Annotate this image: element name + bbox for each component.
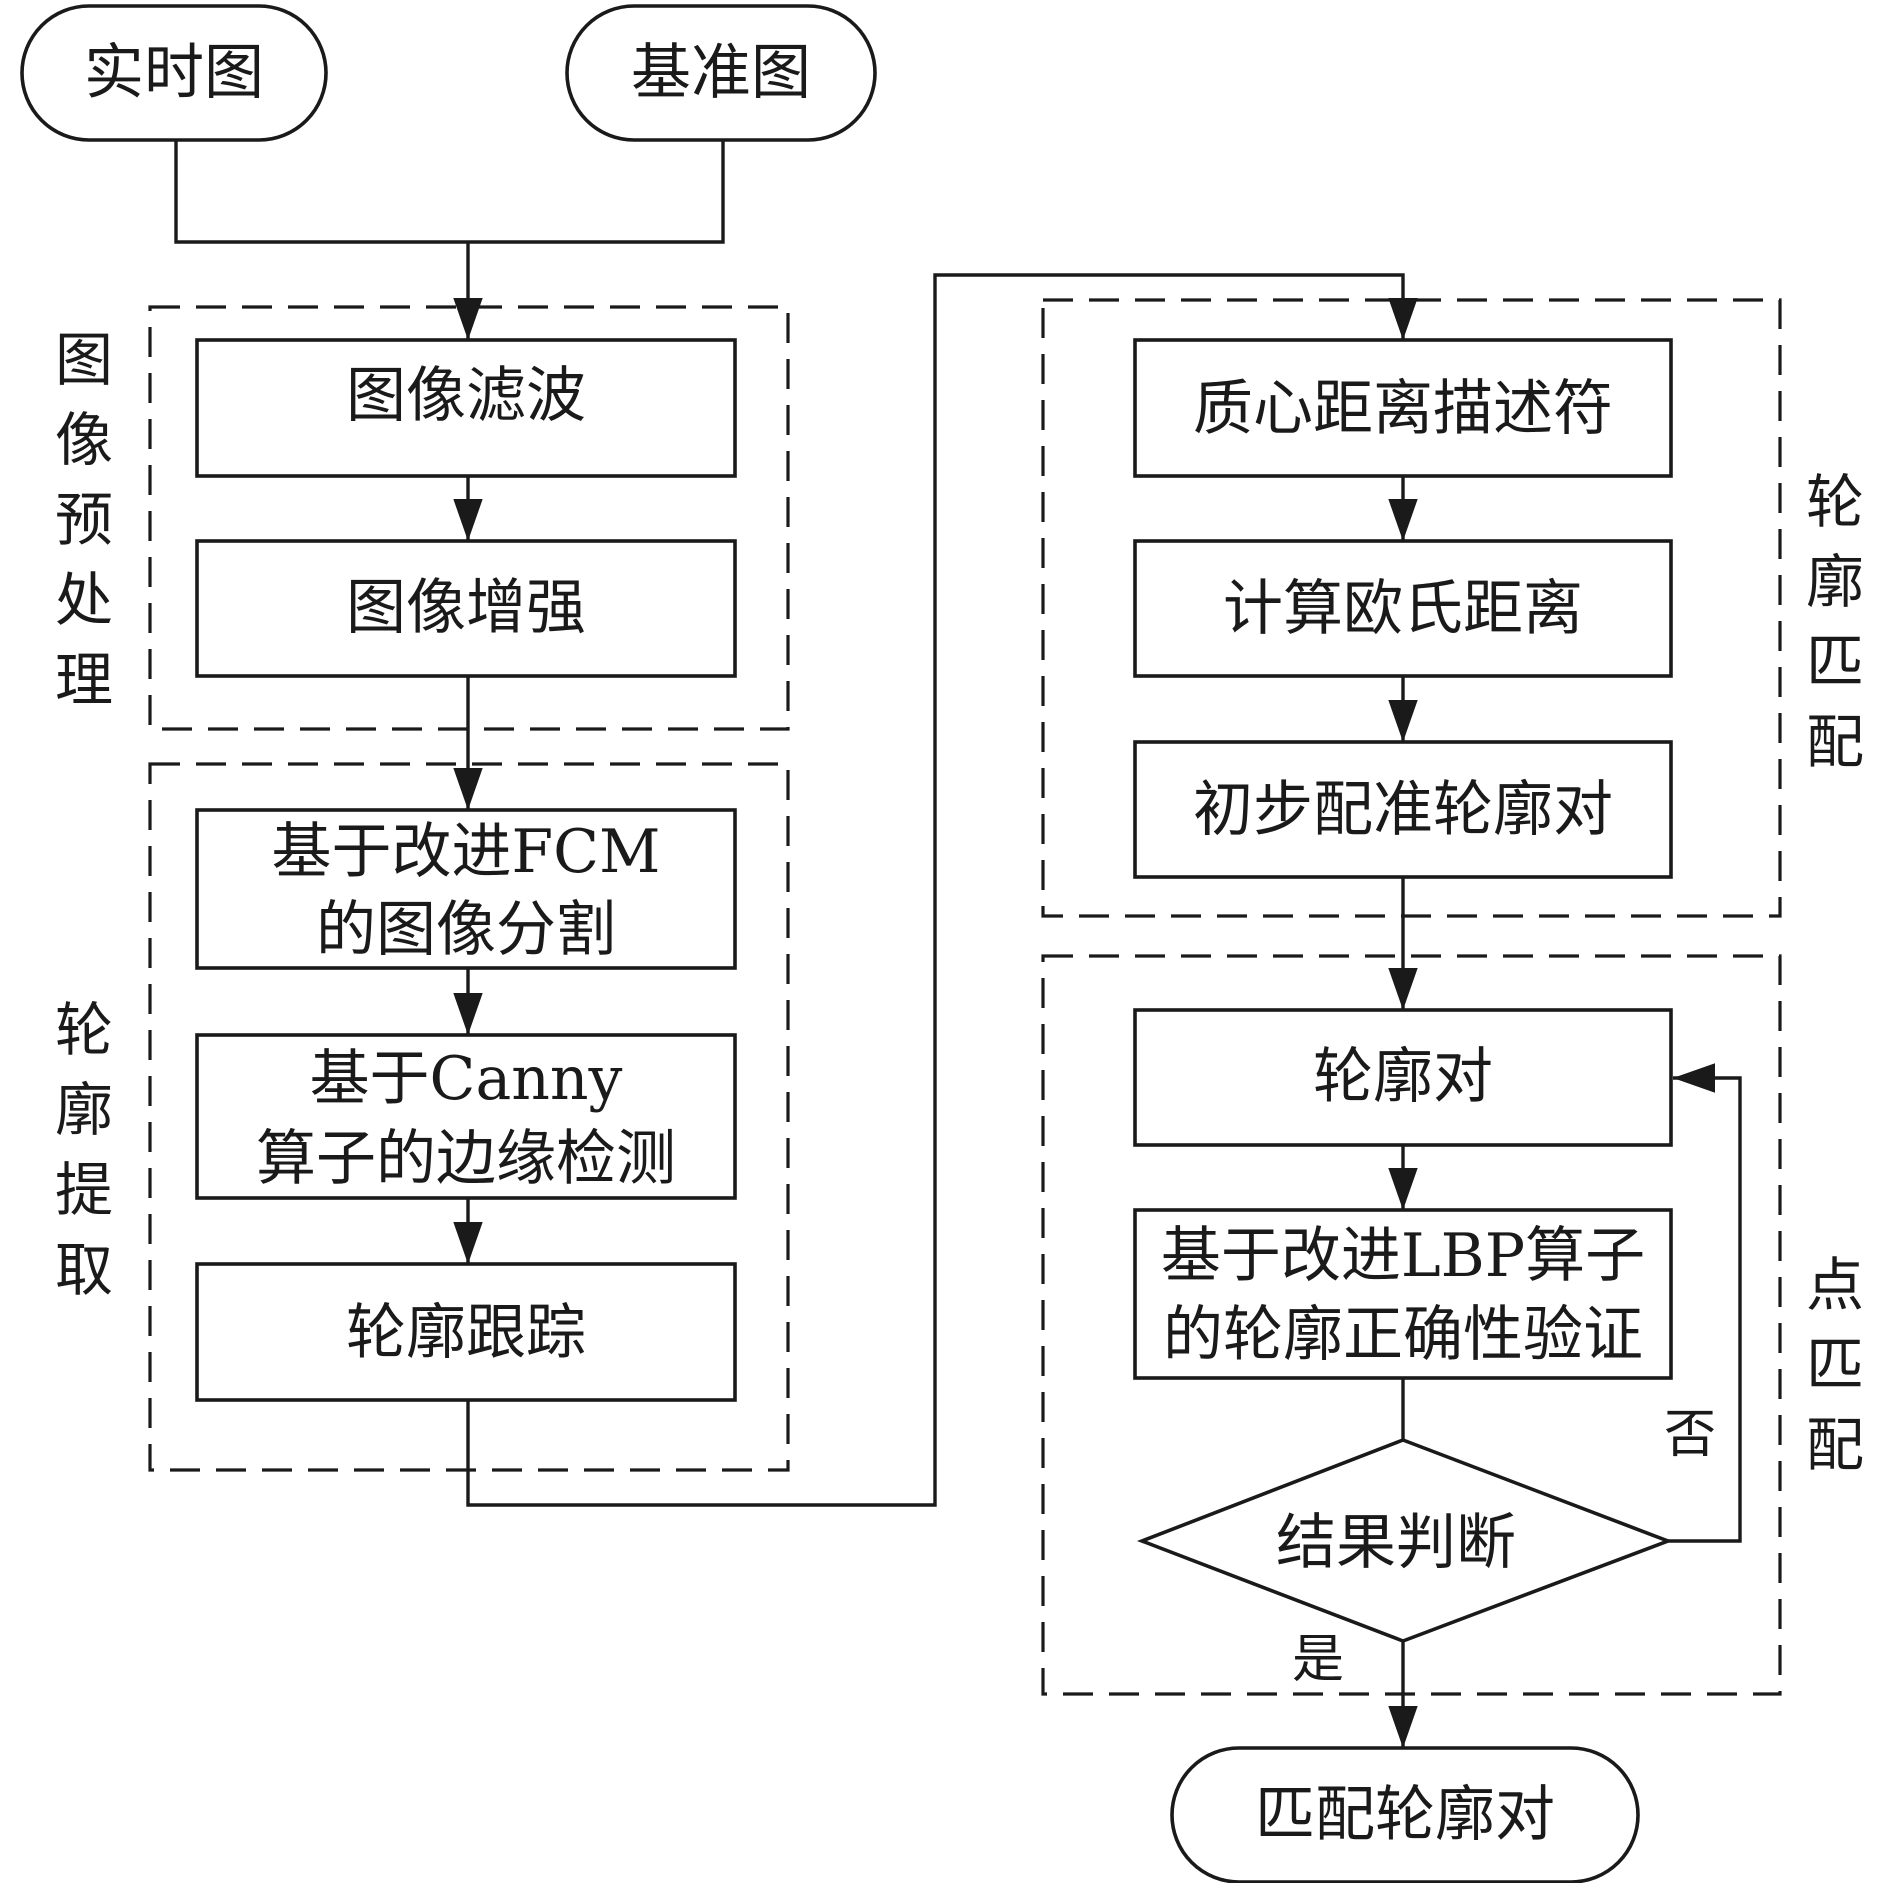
realtime-image-terminal: 实时图 bbox=[20, 4, 328, 142]
reference-image-label: 基准图 bbox=[631, 38, 811, 108]
canny-step-line2: 算子的边缘检测 bbox=[256, 1124, 676, 1194]
preprocessing-group-frame bbox=[148, 305, 790, 731]
canny-step-line1: 基于Canny bbox=[310, 1044, 623, 1114]
edge-decision-no-loop bbox=[1668, 1063, 1742, 1543]
contour-matching-group-label-char-2: 匹 bbox=[1806, 628, 1864, 696]
centroid-step-label: 质心距离描述符 bbox=[1193, 374, 1613, 444]
euclidean-distance-step: 计算欧氏距离 bbox=[1133, 539, 1673, 678]
decision-label: 结果判断 bbox=[1276, 1508, 1516, 1578]
contour-pair-step: 轮廓对 bbox=[1133, 1008, 1673, 1147]
preprocessing-group-label-char-3: 处 bbox=[55, 566, 113, 634]
contour-extraction-group-label-char-3: 取 bbox=[55, 1236, 113, 1304]
point-matching-group-frame bbox=[1041, 954, 1782, 1696]
initial-step-label: 初步配准轮廓对 bbox=[1193, 775, 1613, 845]
point-matching-group-label-char-1: 匹 bbox=[1806, 1331, 1864, 1399]
contour-extraction-group-label-char-2: 提 bbox=[55, 1156, 113, 1224]
lbp-step-line1: 基于改进LBP算子 bbox=[1161, 1221, 1645, 1291]
contour-matching-group-label-char-0: 轮 bbox=[1806, 468, 1864, 536]
preprocessing-group-label-char-1: 像 bbox=[55, 406, 113, 474]
reference-image-terminal: 基准图 bbox=[565, 4, 877, 142]
filter-step: 图像滤波 bbox=[195, 338, 737, 478]
result-decision: 结果判断 bbox=[1136, 1438, 1674, 1643]
contour-matching-group-label-char-3: 配 bbox=[1806, 708, 1864, 776]
enhance-step-label: 图像增强 bbox=[346, 573, 586, 643]
preprocessing-group-label-char-0: 图 bbox=[55, 326, 113, 394]
contour-extraction-group-label-char-1: 廓 bbox=[55, 1076, 113, 1144]
yes-edge-label: 是 bbox=[1292, 1630, 1344, 1690]
edge-tracking-to-centroid bbox=[466, 273, 1418, 1507]
contour-extraction-group-label-char-0: 轮 bbox=[55, 996, 113, 1064]
pair-step-label: 轮廓对 bbox=[1313, 1042, 1493, 1112]
point-matching-group-label-char-2: 配 bbox=[1806, 1411, 1864, 1479]
no-edge-label: 否 bbox=[1664, 1405, 1716, 1465]
output-label: 匹配轮廓对 bbox=[1255, 1780, 1555, 1850]
lbp-verification-step: 基于改进LBP算子 的轮廓正确性验证 bbox=[1133, 1208, 1673, 1380]
initial-registration-step: 初步配准轮廓对 bbox=[1133, 740, 1673, 879]
output-terminal: 匹配轮廓对 bbox=[1170, 1746, 1640, 1884]
point-matching-group-label-char-0: 点 bbox=[1806, 1251, 1864, 1319]
preprocessing-group-label-char-4: 理 bbox=[55, 646, 113, 714]
edge-reference-merge bbox=[468, 140, 725, 244]
realtime-image-label: 实时图 bbox=[84, 38, 264, 108]
lbp-step-line2: 的轮廓正确性验证 bbox=[1163, 1300, 1643, 1370]
fcm-segmentation-step: 基于改进FCM 的图像分割 bbox=[195, 808, 737, 970]
euclid-step-label: 计算欧氏距离 bbox=[1223, 574, 1583, 644]
contour-matching-group-label-char-1: 廓 bbox=[1806, 548, 1864, 616]
fcm-step-line1: 基于改进FCM bbox=[272, 817, 661, 887]
point-matching-group-label: 点匹配 bbox=[1806, 1251, 1864, 1479]
filter-step-label: 图像滤波 bbox=[346, 361, 586, 431]
preprocessing-group-label-char-2: 预 bbox=[55, 486, 113, 554]
edge-realtime-merge bbox=[174, 140, 468, 244]
enhance-step: 图像增强 bbox=[195, 539, 737, 678]
fcm-step-line2: 的图像分割 bbox=[316, 895, 616, 965]
canny-edge-step: 基于Canny 算子的边缘检测 bbox=[195, 1033, 737, 1200]
centroid-descriptor-step: 质心距离描述符 bbox=[1133, 338, 1673, 478]
tracking-step-label: 轮廓跟踪 bbox=[346, 1298, 586, 1368]
contour-tracking-step: 轮廓跟踪 bbox=[195, 1262, 737, 1402]
